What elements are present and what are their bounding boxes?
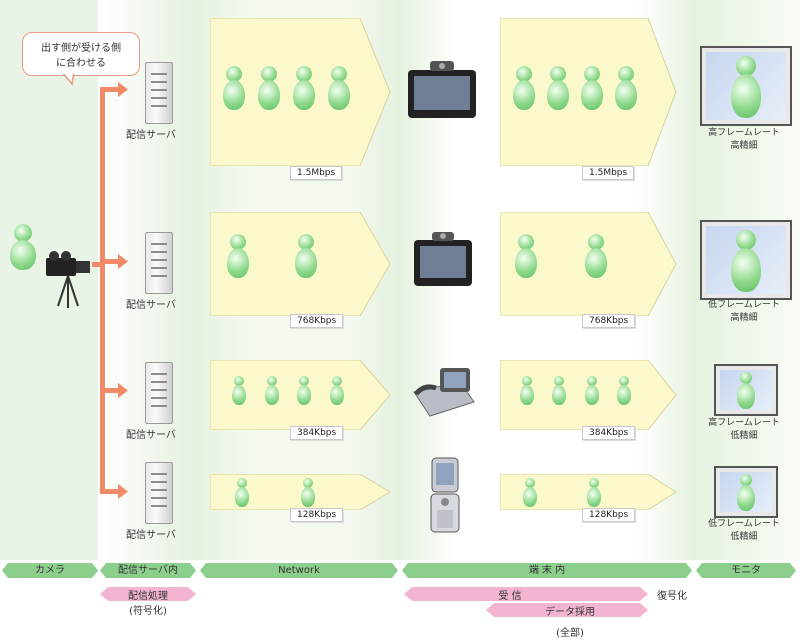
stage-bar-shapes	[2, 563, 796, 578]
monitor-label-line1: 高フレームレート	[708, 128, 780, 138]
monitor-label-line1: 低フレームレート	[708, 300, 780, 310]
monitor-label-line2: 高精細	[730, 313, 758, 323]
frame-person	[616, 376, 632, 406]
server-label: 配信サーバ	[126, 300, 176, 311]
frame-person	[234, 478, 250, 508]
distribution-server-icon	[145, 62, 173, 124]
video-phone-icon	[413, 368, 475, 417]
branch-arrow-3	[100, 383, 128, 398]
distribution-server-icon	[145, 462, 173, 524]
frame-person	[584, 234, 608, 280]
monitor-label-line2: 高精細	[730, 141, 758, 151]
stage-label-camera: カメラ	[35, 565, 65, 576]
terminal-bitrate-label: 768Kbps	[582, 314, 636, 328]
frame-person	[586, 478, 602, 508]
frame-person	[296, 376, 312, 406]
camera-column	[0, 0, 98, 560]
server-label: 配信サーバ	[126, 430, 176, 441]
frame-person	[257, 66, 281, 112]
terminal-bitrate-label: 384Kbps	[582, 426, 636, 440]
camera-feed-line	[92, 262, 104, 267]
terminal-bitrate-label: 1.5Mbps	[582, 166, 635, 180]
frame-person	[580, 66, 604, 112]
encode-process-sublabel: (符号化)	[129, 606, 167, 617]
network-bitrate-label: 128Kbps	[290, 508, 344, 522]
frame-person	[231, 376, 247, 406]
monitor-display-icon	[700, 46, 792, 126]
stage-label-terminal: 端 末 内	[528, 565, 566, 576]
monitor-display-icon	[714, 364, 778, 416]
branch-arrow-1	[100, 82, 128, 97]
frame-person	[519, 376, 535, 406]
terminal-bitrate-label: 128Kbps	[582, 508, 636, 522]
encode-process-label: 配信処理	[128, 591, 168, 602]
decode-process-label: 復号化	[657, 591, 687, 602]
stage-label-server: 配信サーバ内	[118, 565, 178, 576]
data-adoption-sublabel: (全部)	[556, 628, 584, 639]
monitor-label-line1: 低フレームレート	[708, 519, 780, 529]
frame-person	[512, 66, 536, 112]
callout-line-2: に合わせる	[56, 58, 106, 69]
callout-tail	[61, 72, 76, 86]
network-stream-band-4	[210, 474, 391, 510]
monitor-display-icon	[700, 220, 792, 300]
frame-person	[546, 66, 570, 112]
stage-label-monitor: モニタ	[731, 565, 761, 576]
callout-bubble: 出す側が受ける側 に合わせる	[22, 32, 140, 76]
frame-person	[584, 376, 600, 406]
frame-person	[514, 234, 538, 280]
monitor-label-line2: 低精細	[730, 431, 758, 441]
server-label: 配信サーバ	[126, 530, 176, 541]
monitor-display-icon	[714, 466, 778, 518]
frame-person	[222, 66, 246, 112]
frame-person	[226, 234, 250, 280]
frame-person	[329, 376, 345, 406]
data-adoption-label: データ採用	[545, 607, 595, 618]
frame-person	[614, 66, 638, 112]
receive-process-label: 受 信	[498, 591, 522, 602]
branch-arrow-4	[100, 484, 128, 499]
video-conference-terminal-icon	[408, 61, 476, 118]
callout-line-1: 出す側が受ける側	[41, 43, 121, 54]
video-camera-icon	[46, 251, 90, 308]
frame-person	[300, 478, 316, 508]
server-label: 配信サーバ	[126, 130, 176, 141]
frame-person	[327, 66, 351, 112]
camera-subject-person	[8, 224, 38, 280]
monitor-label-line2: 低精細	[730, 532, 758, 542]
branch-arrow-2	[100, 254, 128, 269]
network-bitrate-label: 768Kbps	[290, 314, 344, 328]
frame-person	[294, 234, 318, 280]
distribution-trunk	[100, 88, 105, 494]
frame-person	[551, 376, 567, 406]
frame-person	[264, 376, 280, 406]
frame-person	[522, 478, 538, 508]
stage-label-network: Network	[278, 565, 320, 576]
process-bars	[100, 587, 648, 617]
network-bitrate-label: 1.5Mbps	[290, 166, 343, 180]
mobile-phone-icon	[430, 457, 460, 533]
distribution-server-icon	[145, 362, 173, 424]
network-bitrate-label: 384Kbps	[290, 426, 344, 440]
frame-person	[292, 66, 316, 112]
video-conference-terminal-icon	[414, 232, 472, 286]
monitor-label-line1: 高フレームレート	[708, 418, 780, 428]
distribution-server-icon	[145, 232, 173, 294]
